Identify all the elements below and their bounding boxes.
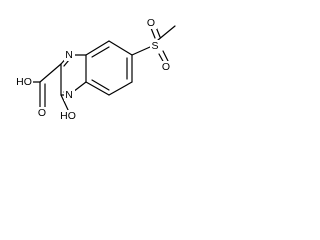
atom-carboxylic-acid-oh-label: HO [16,76,32,88]
atom-hydroxyl-background [59,110,77,122]
bond-ring-top-right [108,40,133,56]
atom-ring-nitrogen-lower-label: N [65,89,73,101]
atom-carbonyl-oxygen-background [37,107,48,119]
molecule-structure-diagram: S O O N N HO O HO [15,17,176,122]
atom-carbonyl-oxygen: O [37,107,48,119]
atom-ring-nitrogen-upper-label: N [65,49,73,61]
bond-ring-sulfur [131,46,151,56]
bond-ring-bottom-left [85,81,110,96]
atom-sulfonyl-oxygen-bottom-label: O [162,61,170,73]
atom-sulfur-background [150,40,160,52]
bond-c2-carboxyl [39,63,62,83]
atom-sulfonyl-oxygen-top: O [146,17,157,29]
bond-ring-top-left-inner [91,46,110,58]
atom-carbonyl-oxygen-label: O [38,107,46,119]
atom-ring-nitrogen-upper: N [64,49,75,61]
atom-hydroxyl-label: HO [60,110,76,122]
bond-sulfur-methyl [157,25,176,41]
bond-sulfur-oxygen-top [150,27,156,39]
atom-sulfonyl-oxygen-bottom-background [160,61,171,73]
bond-ring-top-left [85,40,110,56]
atom-ring-nitrogen-upper-background [64,49,75,61]
atom-sulfur: S [150,40,160,52]
atom-carboxylic-acid-oh-background [15,76,33,88]
bond-ring-bottom-right [108,81,133,96]
atom-sulfonyl-oxygen-top-label: O [147,17,155,29]
atom-sulfur-label: S [151,40,158,52]
atom-sulfonyl-oxygen-bottom: O [160,61,171,73]
atom-ring-nitrogen-lower: N [64,89,75,101]
bond-sulfur-oxygen-bottom-double [162,50,169,62]
atom-sulfonyl-oxygen-top-background [146,17,157,29]
atom-hydroxyl: HO [59,110,77,122]
atom-ring-nitrogen-lower-background [64,89,75,101]
atom-carboxylic-acid-oh: HO [15,76,33,88]
bond-layer [30,25,176,113]
atom-label-layer: S O O N N HO O HO [15,17,171,122]
bond-c3-hydroxyl [60,94,70,113]
bond-ring-bottom-left-inner [91,79,110,91]
